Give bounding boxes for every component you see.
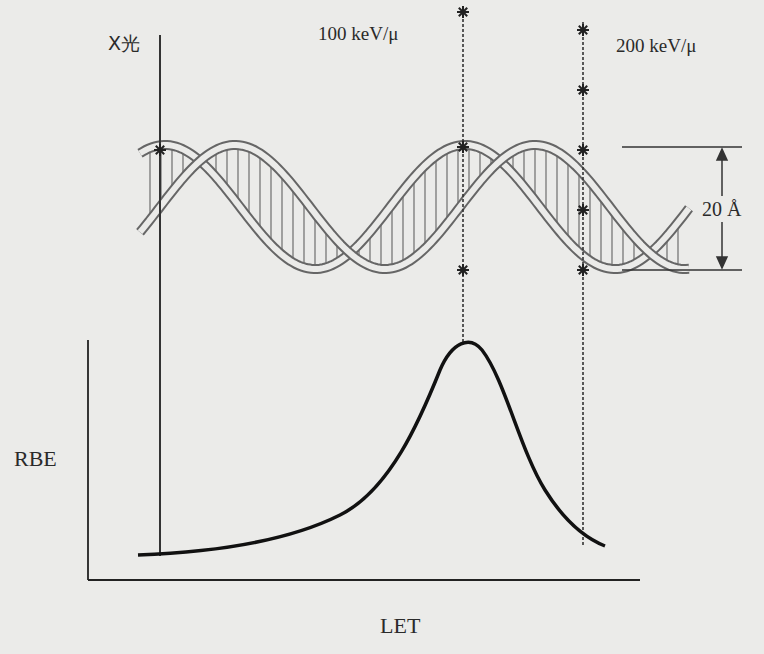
base-pair — [468, 149, 469, 191]
base-pair — [457, 150, 458, 206]
base-pair — [380, 223, 381, 265]
ionization-star — [577, 264, 589, 276]
strand-fill — [140, 145, 689, 269]
base-pair — [600, 199, 601, 262]
base-pair — [171, 150, 172, 188]
base-pair — [567, 163, 568, 237]
base-pair — [325, 231, 326, 263]
base-pair — [424, 170, 425, 245]
dna-helix — [140, 145, 689, 269]
base-pair — [446, 153, 447, 219]
base-pair — [248, 152, 249, 215]
base-pair — [270, 166, 271, 241]
base-pair — [402, 194, 403, 260]
base-pair — [391, 208, 392, 264]
ionization-star — [457, 141, 469, 153]
rbe-curve — [138, 342, 605, 555]
dimension-label: 20 Å — [700, 196, 743, 222]
track-lines — [160, 14, 583, 556]
axis-label: RBE — [14, 447, 57, 471]
base-pair — [314, 217, 315, 265]
ionization-star — [577, 84, 589, 96]
strand-outline — [140, 145, 689, 269]
let-value-label: 100 keV/μ — [318, 24, 398, 45]
base-pair — [149, 152, 150, 216]
base-pair — [435, 160, 436, 233]
strand-fill — [140, 145, 689, 269]
base-pair — [556, 155, 557, 224]
radiation-label: X光 — [108, 33, 140, 54]
base-pair — [413, 181, 414, 254]
base-pair — [303, 203, 304, 263]
base-pair — [281, 177, 282, 251]
let-value-label: 200 keV/μ — [616, 36, 696, 57]
base-pair — [292, 189, 293, 258]
base-pair — [622, 228, 623, 264]
axis-label: LET — [380, 614, 420, 638]
base-pair — [226, 150, 227, 186]
ionization-stars — [154, 6, 589, 276]
rbe-axes — [88, 340, 640, 580]
ionization-star — [577, 204, 589, 216]
base-pair — [534, 149, 535, 197]
base-pair — [677, 226, 678, 264]
base-pair — [237, 149, 238, 200]
base-pair — [545, 151, 546, 211]
ionization-star — [577, 144, 589, 156]
base-pair — [259, 157, 260, 228]
base-pair — [611, 214, 612, 265]
ionization-star — [154, 144, 166, 156]
ionization-star — [457, 6, 469, 18]
strand-outline — [140, 145, 689, 269]
base-pair — [589, 186, 590, 257]
ionization-star — [577, 24, 589, 36]
base-pair — [523, 151, 524, 183]
ionization-star — [457, 264, 469, 276]
